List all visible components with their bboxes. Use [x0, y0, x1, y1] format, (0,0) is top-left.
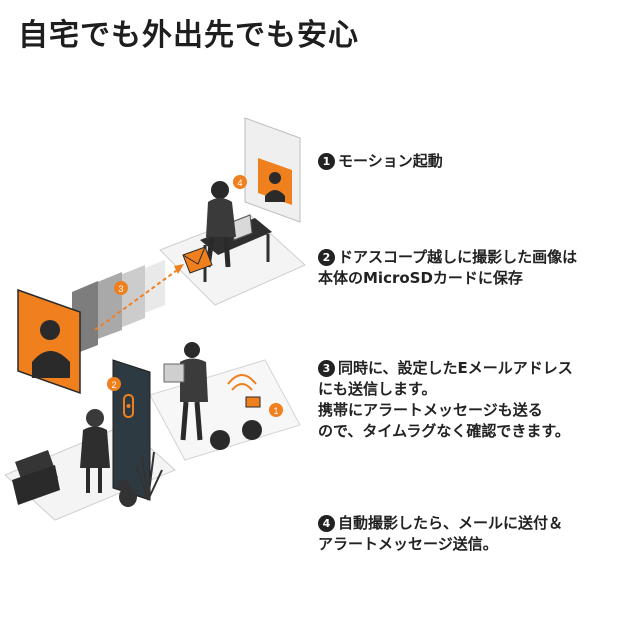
office-scene	[159, 117, 306, 306]
badge-4: 4	[237, 178, 242, 188]
step-4-number: 4	[318, 515, 335, 532]
badge-3: 3	[118, 284, 123, 294]
step-3-line-2: にも送信します。	[318, 380, 437, 398]
step-1-line-1: モーション起動	[338, 152, 443, 170]
step-3-line-4: ので、タイムラグなく確認できます。	[318, 422, 570, 440]
step-2-line-2: 本体のMicroSDカードに保存	[318, 269, 523, 287]
badge-1: 1	[273, 406, 278, 416]
page-title: 自宅でも外出先でも安心	[18, 18, 359, 53]
entrance-scene	[4, 342, 301, 521]
step-3-number: 3	[318, 360, 335, 377]
step-2-number: 2	[318, 249, 335, 266]
step-3-line-1: 同時に、設定したEメールアドレス	[338, 359, 573, 377]
step-badges: 1 2 3 4	[107, 175, 283, 417]
badge-2: 2	[111, 380, 116, 390]
step-4-line-1: 自動撮影したら、メールに送付＆	[338, 514, 564, 532]
image-transfer-frames	[17, 260, 184, 395]
step-2-line-1: ドアスコープ越しに撮影した画像は	[338, 248, 578, 266]
isometric-illustration: 1 2 3 4	[4, 117, 306, 521]
step-4-line-2: アラートメッセージ送信。	[318, 535, 498, 553]
step-1-number: 1	[318, 153, 335, 170]
step-3-line-3: 携帯にアラートメッセージも送る	[318, 401, 543, 419]
